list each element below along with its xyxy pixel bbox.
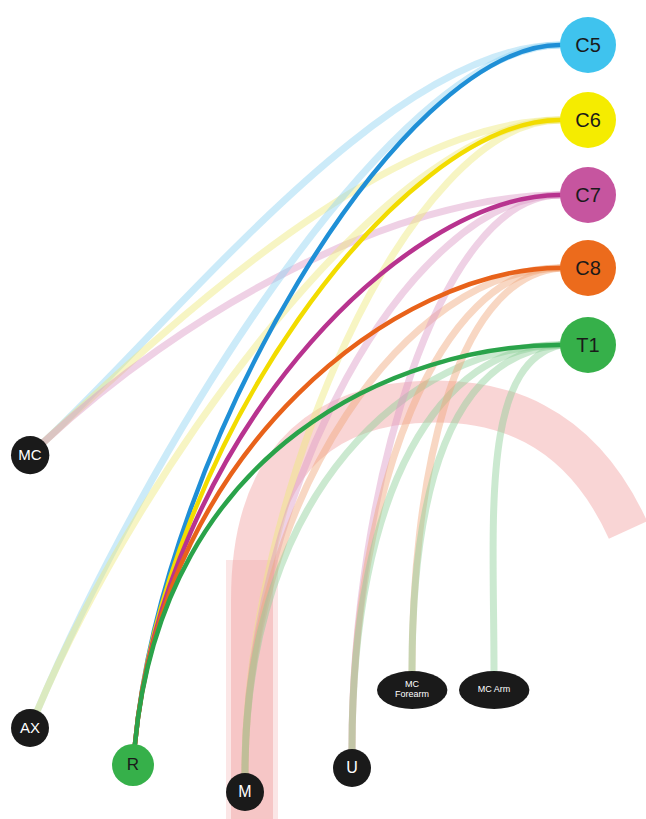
pale-nerve-fibre: [245, 195, 560, 773]
pale-nerve-fibre: [412, 268, 560, 671]
root-circle: C8: [560, 240, 616, 296]
node-label: MC Forearm: [388, 680, 436, 700]
root-circle: T1: [560, 317, 616, 373]
node-label: C8: [575, 257, 601, 279]
node-fill: [560, 167, 616, 223]
nerve-fibre: [135, 45, 560, 744]
nerve-circle: AX: [11, 709, 49, 747]
pale-nerve-fibre: [412, 345, 560, 671]
root-circle: C7: [560, 167, 616, 223]
nerve-ellipse: MC Forearm: [377, 671, 447, 709]
node-label: C7: [575, 184, 601, 206]
node-label: R: [127, 756, 139, 775]
node-label: MC: [18, 447, 41, 464]
node-fill: [226, 773, 264, 811]
node-label: U: [346, 759, 358, 777]
nerve-circle: MC: [11, 436, 49, 474]
node-label: T1: [576, 334, 599, 356]
pale-nerve-fibre: [37, 120, 560, 711]
nerve-fibre: [135, 120, 560, 744]
pale-nerve-fibre: [352, 345, 560, 749]
nerve-circle: M: [226, 773, 264, 811]
pale-nerve-fibre: [493, 345, 560, 671]
pale-nerve-fibre: [352, 195, 560, 749]
pale-nerve-fibre: [245, 120, 560, 773]
node-label: M: [238, 783, 251, 801]
node-label: AX: [20, 720, 40, 737]
node-label: C6: [575, 109, 601, 131]
nerve-fibre: [135, 268, 560, 744]
node-fill: [11, 436, 49, 474]
node-fill: [560, 17, 616, 73]
nerve-fibre: [135, 195, 560, 744]
root-circle: C5: [560, 17, 616, 73]
nerve-fibre: [135, 345, 560, 744]
pale-nerve-fibre: [352, 268, 560, 749]
node-fill: [459, 671, 529, 709]
node-fill: [377, 671, 447, 709]
root-circle: C6: [560, 92, 616, 148]
node-fill: [560, 240, 616, 296]
node-fill: [560, 92, 616, 148]
node-label: C5: [575, 34, 601, 56]
node-fill: [560, 317, 616, 373]
pale-nerve-fibre: [245, 268, 560, 773]
node-fill: [11, 709, 49, 747]
nerve-ellipse: MC Arm: [459, 671, 529, 709]
node-fill: [112, 744, 154, 786]
nerve-circle: U: [333, 749, 371, 787]
nerve-circle: R: [112, 744, 154, 786]
node-label: MC Arm: [470, 685, 518, 695]
node-fill: [333, 749, 371, 787]
pale-nerve-fibre: [37, 45, 560, 711]
